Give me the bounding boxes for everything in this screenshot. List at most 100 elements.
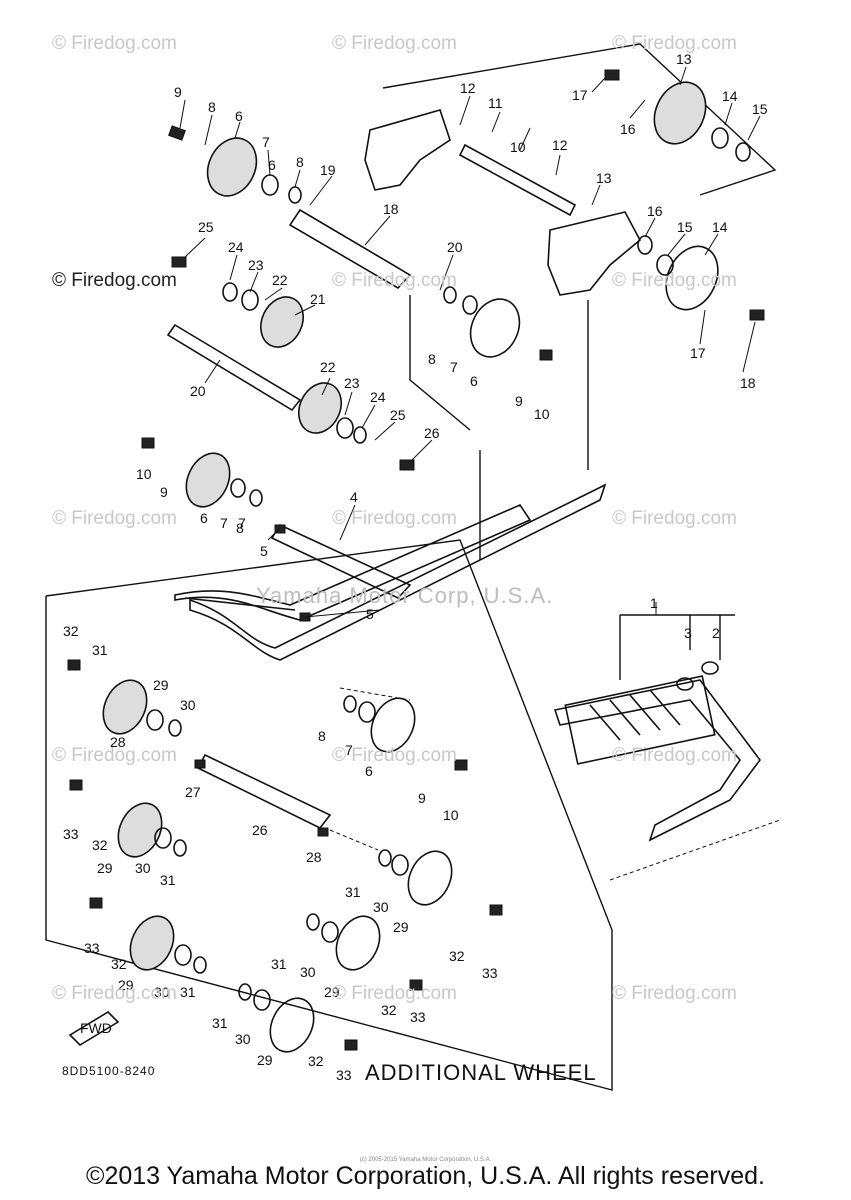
- callout: 15: [677, 219, 693, 235]
- callout: 29: [257, 1052, 273, 1068]
- callout: 31: [212, 1015, 228, 1031]
- callout: 12: [552, 137, 568, 153]
- callout: 19: [320, 162, 336, 178]
- callout: 21: [310, 291, 326, 307]
- callout: 29: [97, 860, 113, 876]
- callout: 30: [154, 984, 170, 1000]
- wheels: [102, 81, 719, 1053]
- callout: 8: [208, 99, 216, 115]
- callout: 7: [345, 742, 353, 758]
- callout: 8: [318, 728, 326, 744]
- watermark: © Firedog.com: [612, 745, 737, 766]
- callout: 29: [324, 984, 340, 1000]
- callout: 6: [235, 108, 243, 124]
- small-copyright: (c) 2005-2015 Yamaha Motor Corporation, …: [359, 1157, 492, 1163]
- callout: 7: [220, 515, 228, 531]
- callout: 32: [111, 956, 127, 972]
- callout: 24: [228, 239, 244, 255]
- callout: 30: [235, 1031, 251, 1047]
- callout: 31: [180, 984, 196, 1000]
- watermark: © Firedog.com: [52, 270, 177, 291]
- callout: 7: [450, 359, 458, 375]
- callout: 33: [410, 1009, 426, 1025]
- callout: 33: [84, 940, 100, 956]
- callout: 8: [428, 351, 436, 367]
- watermark: © Firedog.com: [612, 270, 737, 291]
- bearings: [146, 127, 751, 1011]
- callout: 7: [262, 134, 270, 150]
- callout: 16: [647, 203, 663, 219]
- callout: 24: [370, 389, 386, 405]
- callout: 31: [345, 884, 361, 900]
- callout: 18: [383, 201, 399, 217]
- callout: 6: [268, 157, 276, 173]
- callout: 30: [300, 964, 316, 980]
- watermark: © Firedog.com: [52, 983, 177, 1004]
- center-watermark: Yamaha Motor Corp, U.S.A.: [256, 583, 554, 608]
- callout: 6: [365, 763, 373, 779]
- callout: 2: [712, 625, 720, 641]
- callout: 31: [92, 642, 108, 658]
- leader-lines: [179, 66, 761, 618]
- callout: 10: [534, 406, 550, 422]
- callout: 18: [740, 375, 756, 391]
- callout: 32: [308, 1053, 324, 1069]
- watermark: © Firedog.com: [52, 508, 177, 529]
- callout: 32: [63, 623, 79, 639]
- bolts: [67, 69, 765, 1051]
- callout: 17: [690, 345, 706, 361]
- callout: 22: [272, 272, 288, 288]
- callout: 1: [650, 595, 658, 611]
- brackets: [364, 109, 642, 296]
- callout: 22: [320, 359, 336, 375]
- callout: 9: [160, 484, 168, 500]
- callout: 3: [684, 625, 692, 641]
- callout: 6: [200, 510, 208, 526]
- callout: 31: [271, 956, 287, 972]
- callout: 25: [198, 219, 214, 235]
- watermark: © Firedog.com: [332, 983, 457, 1004]
- callout: 23: [248, 257, 264, 273]
- callout: 32: [449, 948, 465, 964]
- callout: 25: [390, 407, 406, 423]
- callout: 26: [424, 425, 440, 441]
- callout: 32: [381, 1002, 397, 1018]
- callout: 26: [252, 822, 268, 838]
- watermark: © Firedog.com: [332, 33, 457, 54]
- callout: 33: [482, 965, 498, 981]
- watermark: © Firedog.com: [52, 33, 177, 54]
- callout: 29: [153, 677, 169, 693]
- additional-wheel-label: ADDITIONAL WHEEL: [365, 1060, 597, 1085]
- callout: 23: [344, 375, 360, 391]
- callout: 4: [350, 489, 358, 505]
- callout: 20: [447, 239, 463, 255]
- callout: 31: [160, 872, 176, 888]
- callout: 30: [373, 899, 389, 915]
- callout: 30: [135, 860, 151, 876]
- callout: 8: [236, 520, 244, 536]
- track-assembly: [553, 661, 761, 842]
- callout: 33: [336, 1067, 352, 1083]
- callout: 9: [515, 393, 523, 409]
- callout: 11: [488, 95, 503, 111]
- watermark: © Firedog.com: [332, 508, 457, 529]
- callout: 20: [190, 383, 206, 399]
- callout-numbers: 1 2 3 4 5 5 6 6 6 6 6 7 7 7 7 7 8 8 8 8 …: [63, 51, 768, 1083]
- fwd-arrow: FWD: [68, 1010, 120, 1047]
- footer-copyright: ©2013 Yamaha Motor Corporation, U.S.A. A…: [86, 1162, 765, 1190]
- callout: 8: [296, 154, 304, 170]
- callout: 17: [572, 87, 588, 103]
- callout: 9: [418, 790, 426, 806]
- slide-rails: [174, 483, 607, 661]
- callout: 10: [443, 807, 459, 823]
- watermark: © Firedog.com: [612, 33, 737, 54]
- watermark: © Firedog.com: [52, 745, 177, 766]
- callout: 13: [596, 170, 612, 186]
- callout: 5: [366, 606, 374, 622]
- callout: 14: [712, 219, 728, 235]
- callout: 9: [174, 84, 182, 100]
- callout: 27: [185, 784, 201, 800]
- fwd-text: FWD: [80, 1020, 112, 1036]
- callout: 14: [722, 88, 738, 104]
- callout: 10: [136, 466, 152, 482]
